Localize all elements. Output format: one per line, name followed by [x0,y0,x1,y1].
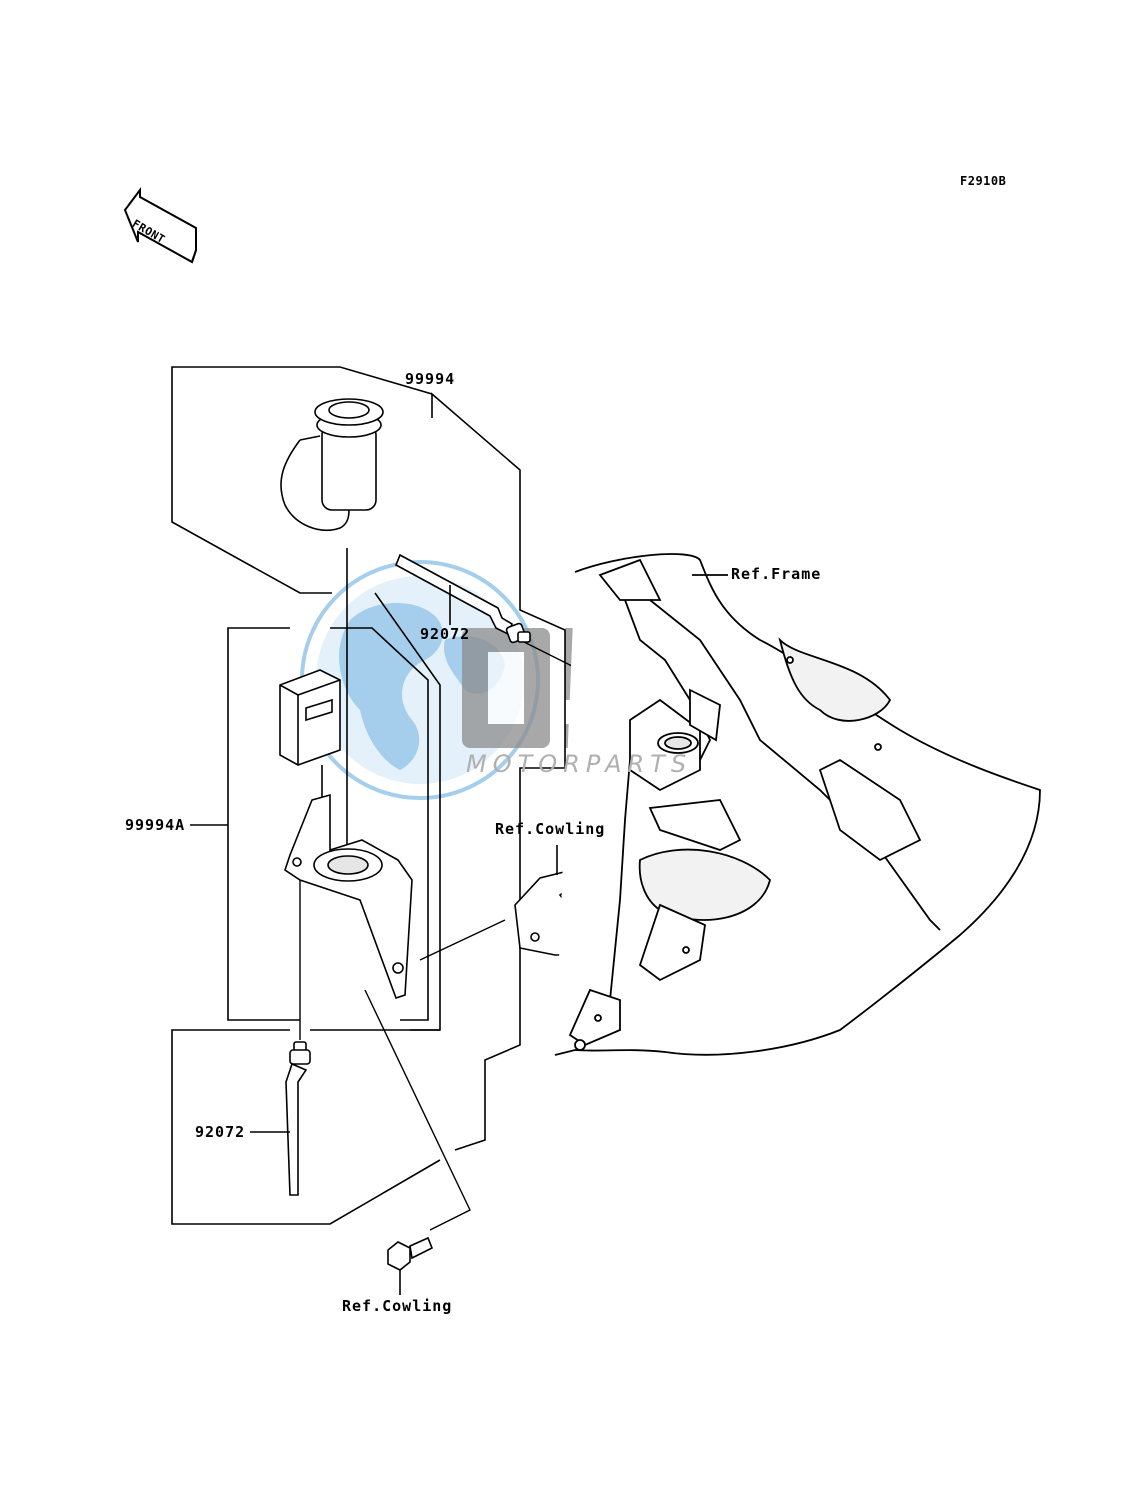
watermark-subtitle: MOTORPARTS [466,750,693,778]
cable-tie-upper-icon [394,553,531,644]
relay-icon [279,669,341,800]
front-direction-arrow-icon [123,187,197,264]
frame-icon [554,553,1041,1056]
power-socket-icon [280,398,384,850]
callout-99994: 99994 [405,370,456,388]
callout-92072-lower: 92072 [195,1123,246,1141]
bolt-icon [387,1236,434,1295]
callout-92072-upper: 92072 [420,625,471,643]
kit-99994a-outline [190,627,429,1021]
callout-ref-cowling-bottom: Ref.Cowling [342,1297,453,1315]
socket-bracket-icon [284,793,413,1000]
cable-tie-lower-icon [250,1041,311,1196]
figure-code: F2910B [960,174,1007,188]
callout-ref-frame: Ref.Frame [731,565,822,583]
callout-99994a: 99994A [125,816,186,834]
kit-92072-lower-outline [171,1029,441,1225]
callout-ref-cowling-mid: Ref.Cowling [495,820,606,838]
